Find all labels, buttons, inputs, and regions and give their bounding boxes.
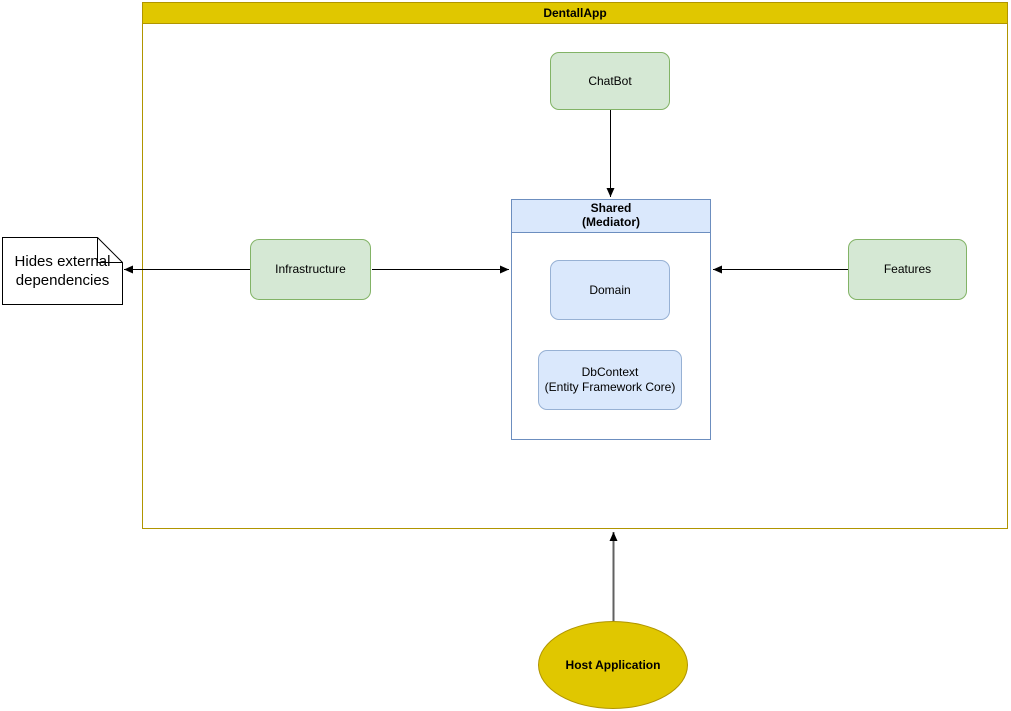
shared-header: Shared (Mediator)	[512, 200, 710, 233]
dbcontext-label-line2: (Entity Framework Core)	[544, 380, 676, 394]
domain-label: Domain	[589, 282, 631, 297]
dbcontext-label-line1: DbContext	[581, 365, 639, 379]
dentallapp-title: DentallApp	[543, 6, 607, 20]
features-label: Features	[883, 262, 932, 276]
shared-label-line1: Shared	[590, 201, 632, 215]
node-domain: Domain	[550, 260, 670, 320]
note-label: Hides external dependencies	[14, 253, 111, 289]
node-chatbot: ChatBot	[550, 52, 670, 110]
chatbot-label: ChatBot	[588, 73, 632, 88]
infrastructure-label: Infrastructure	[275, 262, 346, 276]
host-application-label: Host Application	[565, 658, 661, 672]
node-dbcontext: DbContext (Entity Framework Core)	[538, 350, 682, 410]
node-host-application: Host Application	[538, 621, 688, 709]
note-hides-external-dependencies: Hides external dependencies	[2, 241, 123, 303]
node-features: Features	[848, 239, 967, 300]
dentallapp-title-bar: DentallApp	[143, 3, 1007, 24]
node-infrastructure: Infrastructure	[250, 239, 371, 300]
shared-label-line2: (Mediator)	[582, 215, 640, 230]
